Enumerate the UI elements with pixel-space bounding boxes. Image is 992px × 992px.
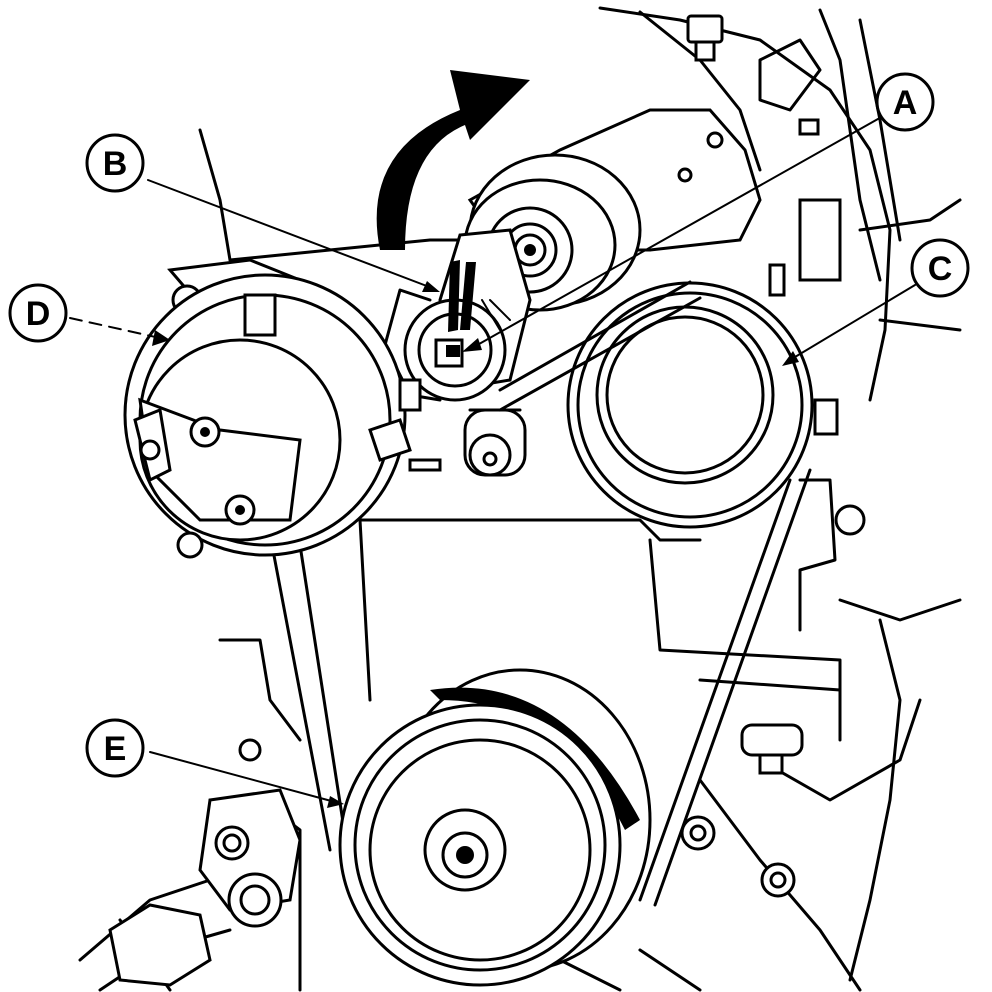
callout-c-label: C [928,250,953,288]
lower-right-bolts [680,263,866,898]
leader-line-d [69,317,161,339]
callout-a: A [875,72,935,132]
fan-drive-hub [123,258,442,559]
leader-line-e [149,751,336,803]
crankshaft-pulley [338,668,652,987]
leader-line-b [147,179,433,289]
leader-line-c [789,284,916,361]
callout-d-label: D [26,295,51,333]
callout-leaders [69,114,916,808]
callout-a-label: A [893,84,918,122]
callout-e: E [85,718,145,778]
upper-bolt [686,14,842,282]
alternator-pulley [566,281,839,529]
callout-b-label: B [103,145,128,183]
callout-b: B [85,133,145,193]
callout-d: D [8,283,68,343]
lower-left-bracket [108,738,302,987]
idler-pulley [463,408,527,477]
rotation-direction-arrow [376,70,530,250]
tensioner-arm [403,228,532,402]
leader-line-a [471,114,886,349]
callout-e-label: E [104,730,127,768]
callout-c: C [910,238,970,298]
